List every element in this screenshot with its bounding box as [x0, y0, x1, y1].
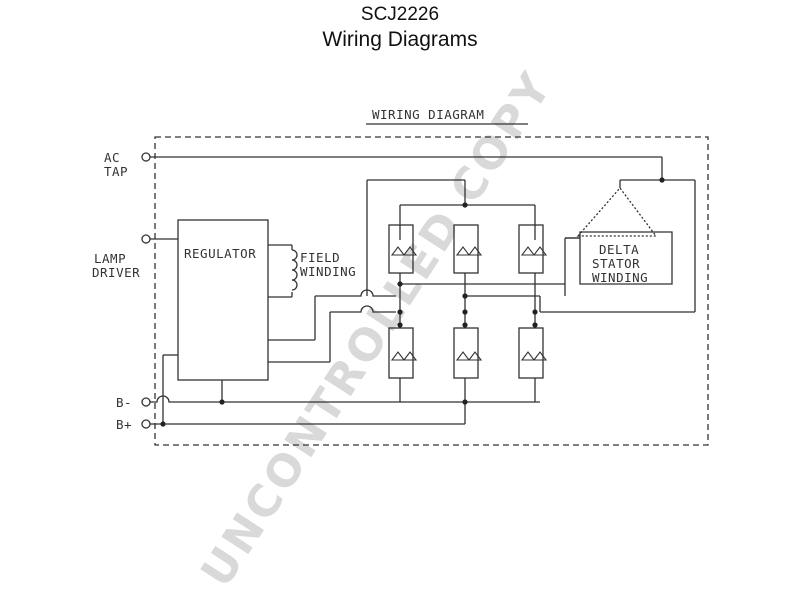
stator-label-3: WINDING [592, 270, 648, 285]
lamp-label: LAMP [94, 251, 126, 266]
stator-label-2: STATOR [592, 256, 640, 271]
diagram-heading: WIRING DIAGRAM [372, 107, 484, 122]
b-plus-label: B+ [116, 417, 132, 432]
b-plus-terminal [141, 419, 151, 429]
part-number-title: SCJ2226 [360, 4, 440, 25]
winding-label: WINDING [300, 264, 356, 279]
diagram-subtitle: Wiring Diagrams [322, 28, 478, 51]
b-minus-terminal [141, 397, 151, 407]
driver-label: DRIVER [92, 265, 140, 280]
watermark: UNCONTROLLED COPY [191, 62, 562, 596]
b-minus-label: B- [116, 395, 132, 410]
lamp-driver-terminal [141, 234, 151, 244]
ac-label: AC [104, 150, 120, 165]
field-coil-icon [291, 249, 298, 291]
tap-label: TAP [104, 164, 128, 179]
regulator-label: REGULATOR [184, 246, 256, 261]
field-label: FIELD [300, 250, 340, 265]
stator-label-1: DELTA [599, 242, 639, 257]
regulator-box [177, 219, 269, 381]
ac-tap-terminal [141, 152, 151, 162]
